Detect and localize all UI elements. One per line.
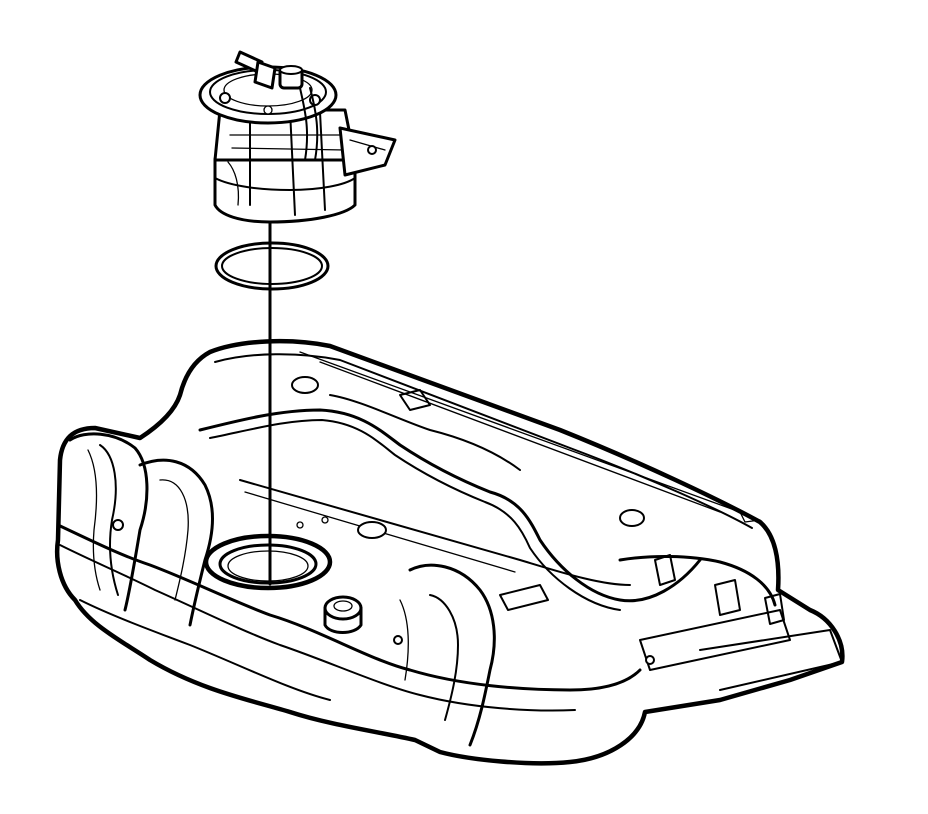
sensor-port <box>619 509 645 527</box>
fuel-pump-module <box>198 50 397 224</box>
rear-port <box>357 521 387 539</box>
flange-fitting <box>219 92 231 104</box>
tank-rear-flange <box>299 351 761 523</box>
pump-reservoir-band <box>214 177 356 191</box>
o-ring-seal <box>214 241 330 291</box>
tank-center-hump-inner <box>159 479 189 601</box>
tank-left-lobe <box>68 432 149 612</box>
tank-rear-ridge <box>214 353 753 529</box>
mount-bolt <box>321 516 329 524</box>
tank-right-saddle <box>408 563 496 747</box>
pump-supply-tube <box>309 87 319 161</box>
tank-bracket-2 <box>764 593 785 625</box>
pump-body-detail <box>231 147 346 151</box>
tank-bracket <box>714 579 741 616</box>
mount-bolt <box>296 521 304 529</box>
tank-left-lobe-inner-2 <box>87 449 101 591</box>
fuel-tank <box>54 338 845 766</box>
tank-rear-flange-2 <box>319 361 721 513</box>
sender-pivot <box>367 145 377 155</box>
tank-lower-belt <box>56 523 642 692</box>
pump-body-rib <box>319 111 326 211</box>
evap-line <box>329 394 521 471</box>
line-clip <box>399 389 431 411</box>
tank-right-end <box>618 554 777 607</box>
fuel-level-sender-detail <box>349 139 386 151</box>
tank-strap-top <box>239 479 631 586</box>
fuel-outlet-tube <box>253 60 277 90</box>
tank-lower-belt-2 <box>59 544 576 712</box>
vent-valve <box>291 376 319 394</box>
tank-right-saddle-rib <box>399 599 409 681</box>
tank-left-lobe-inner <box>99 444 119 596</box>
mount-bolt <box>645 655 655 665</box>
mount-bolt <box>112 519 124 531</box>
pump-module-port-inner <box>218 543 318 585</box>
line-clip <box>499 584 549 611</box>
mount-bolt <box>393 635 403 645</box>
fill-neck <box>323 595 363 634</box>
fuel-line-top <box>198 408 702 603</box>
pump-supply-tube <box>299 87 309 161</box>
tank-bottom-skid <box>79 599 331 701</box>
tank-right-skid <box>699 629 843 691</box>
connector-top <box>279 65 303 75</box>
flange-fitting <box>263 105 273 115</box>
tank-right-saddle-inner <box>429 594 459 721</box>
line-clip <box>654 554 676 586</box>
tank-center-hump <box>138 458 214 627</box>
pump-body-rib <box>289 109 296 216</box>
pump-reservoir-rib <box>227 161 240 206</box>
fuel-line-top-2 <box>209 419 621 611</box>
pump-module-port-lip <box>227 550 309 582</box>
